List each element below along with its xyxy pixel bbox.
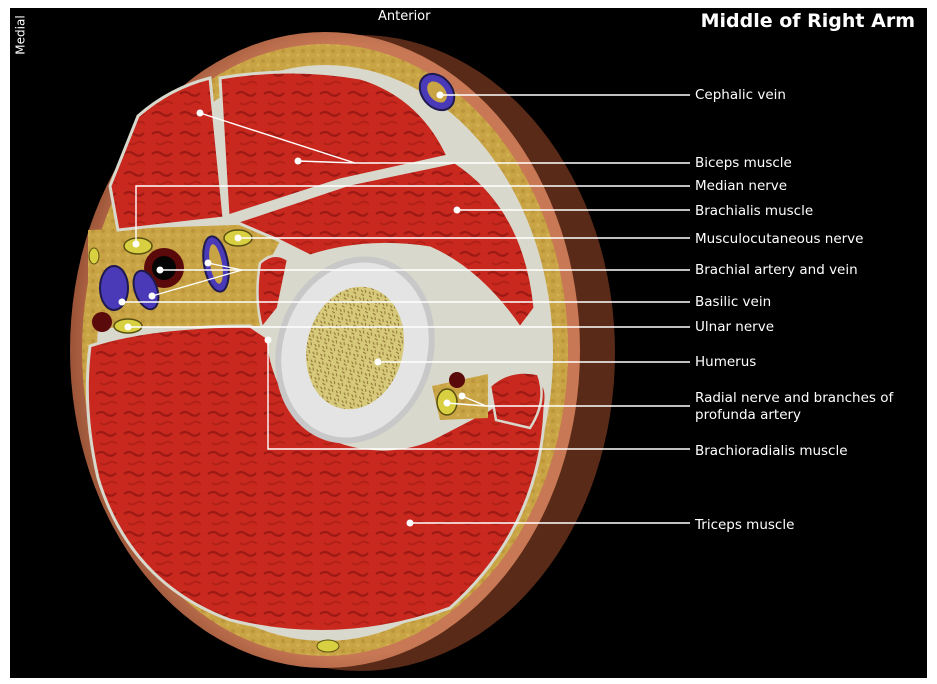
lateral-muscle-slip	[490, 373, 542, 429]
dot-brachial-vein-b	[149, 293, 156, 300]
label-cephalic-vein: Cephalic vein	[695, 87, 786, 103]
dot-triceps	[407, 520, 414, 527]
label-brachioradialis-muscle: Brachioradialis muscle	[695, 443, 848, 459]
label-musculocutaneous-nerve: Musculocutaneous nerve	[695, 231, 863, 247]
label-biceps-muscle: Biceps muscle	[695, 155, 792, 171]
dot-musculocutaneous	[235, 235, 242, 242]
dot-biceps-a	[197, 110, 204, 117]
biceps-muscle-medial-head	[110, 78, 224, 230]
dot-ulnar	[125, 324, 132, 331]
dot-brachialis	[454, 207, 461, 214]
dot-median	[133, 241, 140, 248]
arm-cross-section-diagram	[10, 8, 927, 678]
dot-cephalic	[437, 92, 444, 99]
medial-cutaneous-nerve	[89, 248, 99, 264]
diagram-title: Middle of Right Arm	[701, 10, 915, 32]
dot-brachial-artery	[157, 267, 164, 274]
profunda-artery	[449, 372, 465, 388]
label-brachial-artery-vein: Brachial artery and vein	[695, 262, 858, 278]
label-median-nerve: Median nerve	[695, 178, 787, 194]
dot-basilic	[119, 299, 126, 306]
dot-radial-nerve	[444, 400, 451, 407]
label-humerus: Humerus	[695, 354, 756, 370]
label-radial-nerve-line1: Radial nerve and branches of	[695, 390, 893, 406]
label-brachialis-muscle: Brachialis muscle	[695, 203, 813, 219]
label-radial-nerve-line2: profunda artery	[695, 407, 801, 423]
label-basilic-vein: Basilic vein	[695, 294, 771, 310]
superior-ulnar-collateral-artery	[92, 312, 112, 332]
brachial-artery-lumen	[152, 256, 176, 280]
dot-biceps-b	[295, 158, 302, 165]
dot-profunda	[459, 393, 466, 400]
orientation-medial-label: Medial	[14, 15, 28, 54]
label-triceps-muscle: Triceps muscle	[695, 517, 794, 533]
dot-humerus	[375, 359, 382, 366]
dot-brachial-vein-a	[205, 260, 212, 267]
figure-frame: Anterior Medial Middle of Right Arm Ceph…	[10, 8, 927, 678]
label-ulnar-nerve: Ulnar nerve	[695, 319, 774, 335]
orientation-anterior-label: Anterior	[378, 9, 430, 24]
dot-brachioradialis	[265, 337, 272, 344]
cutaneous-nerve	[317, 640, 339, 652]
